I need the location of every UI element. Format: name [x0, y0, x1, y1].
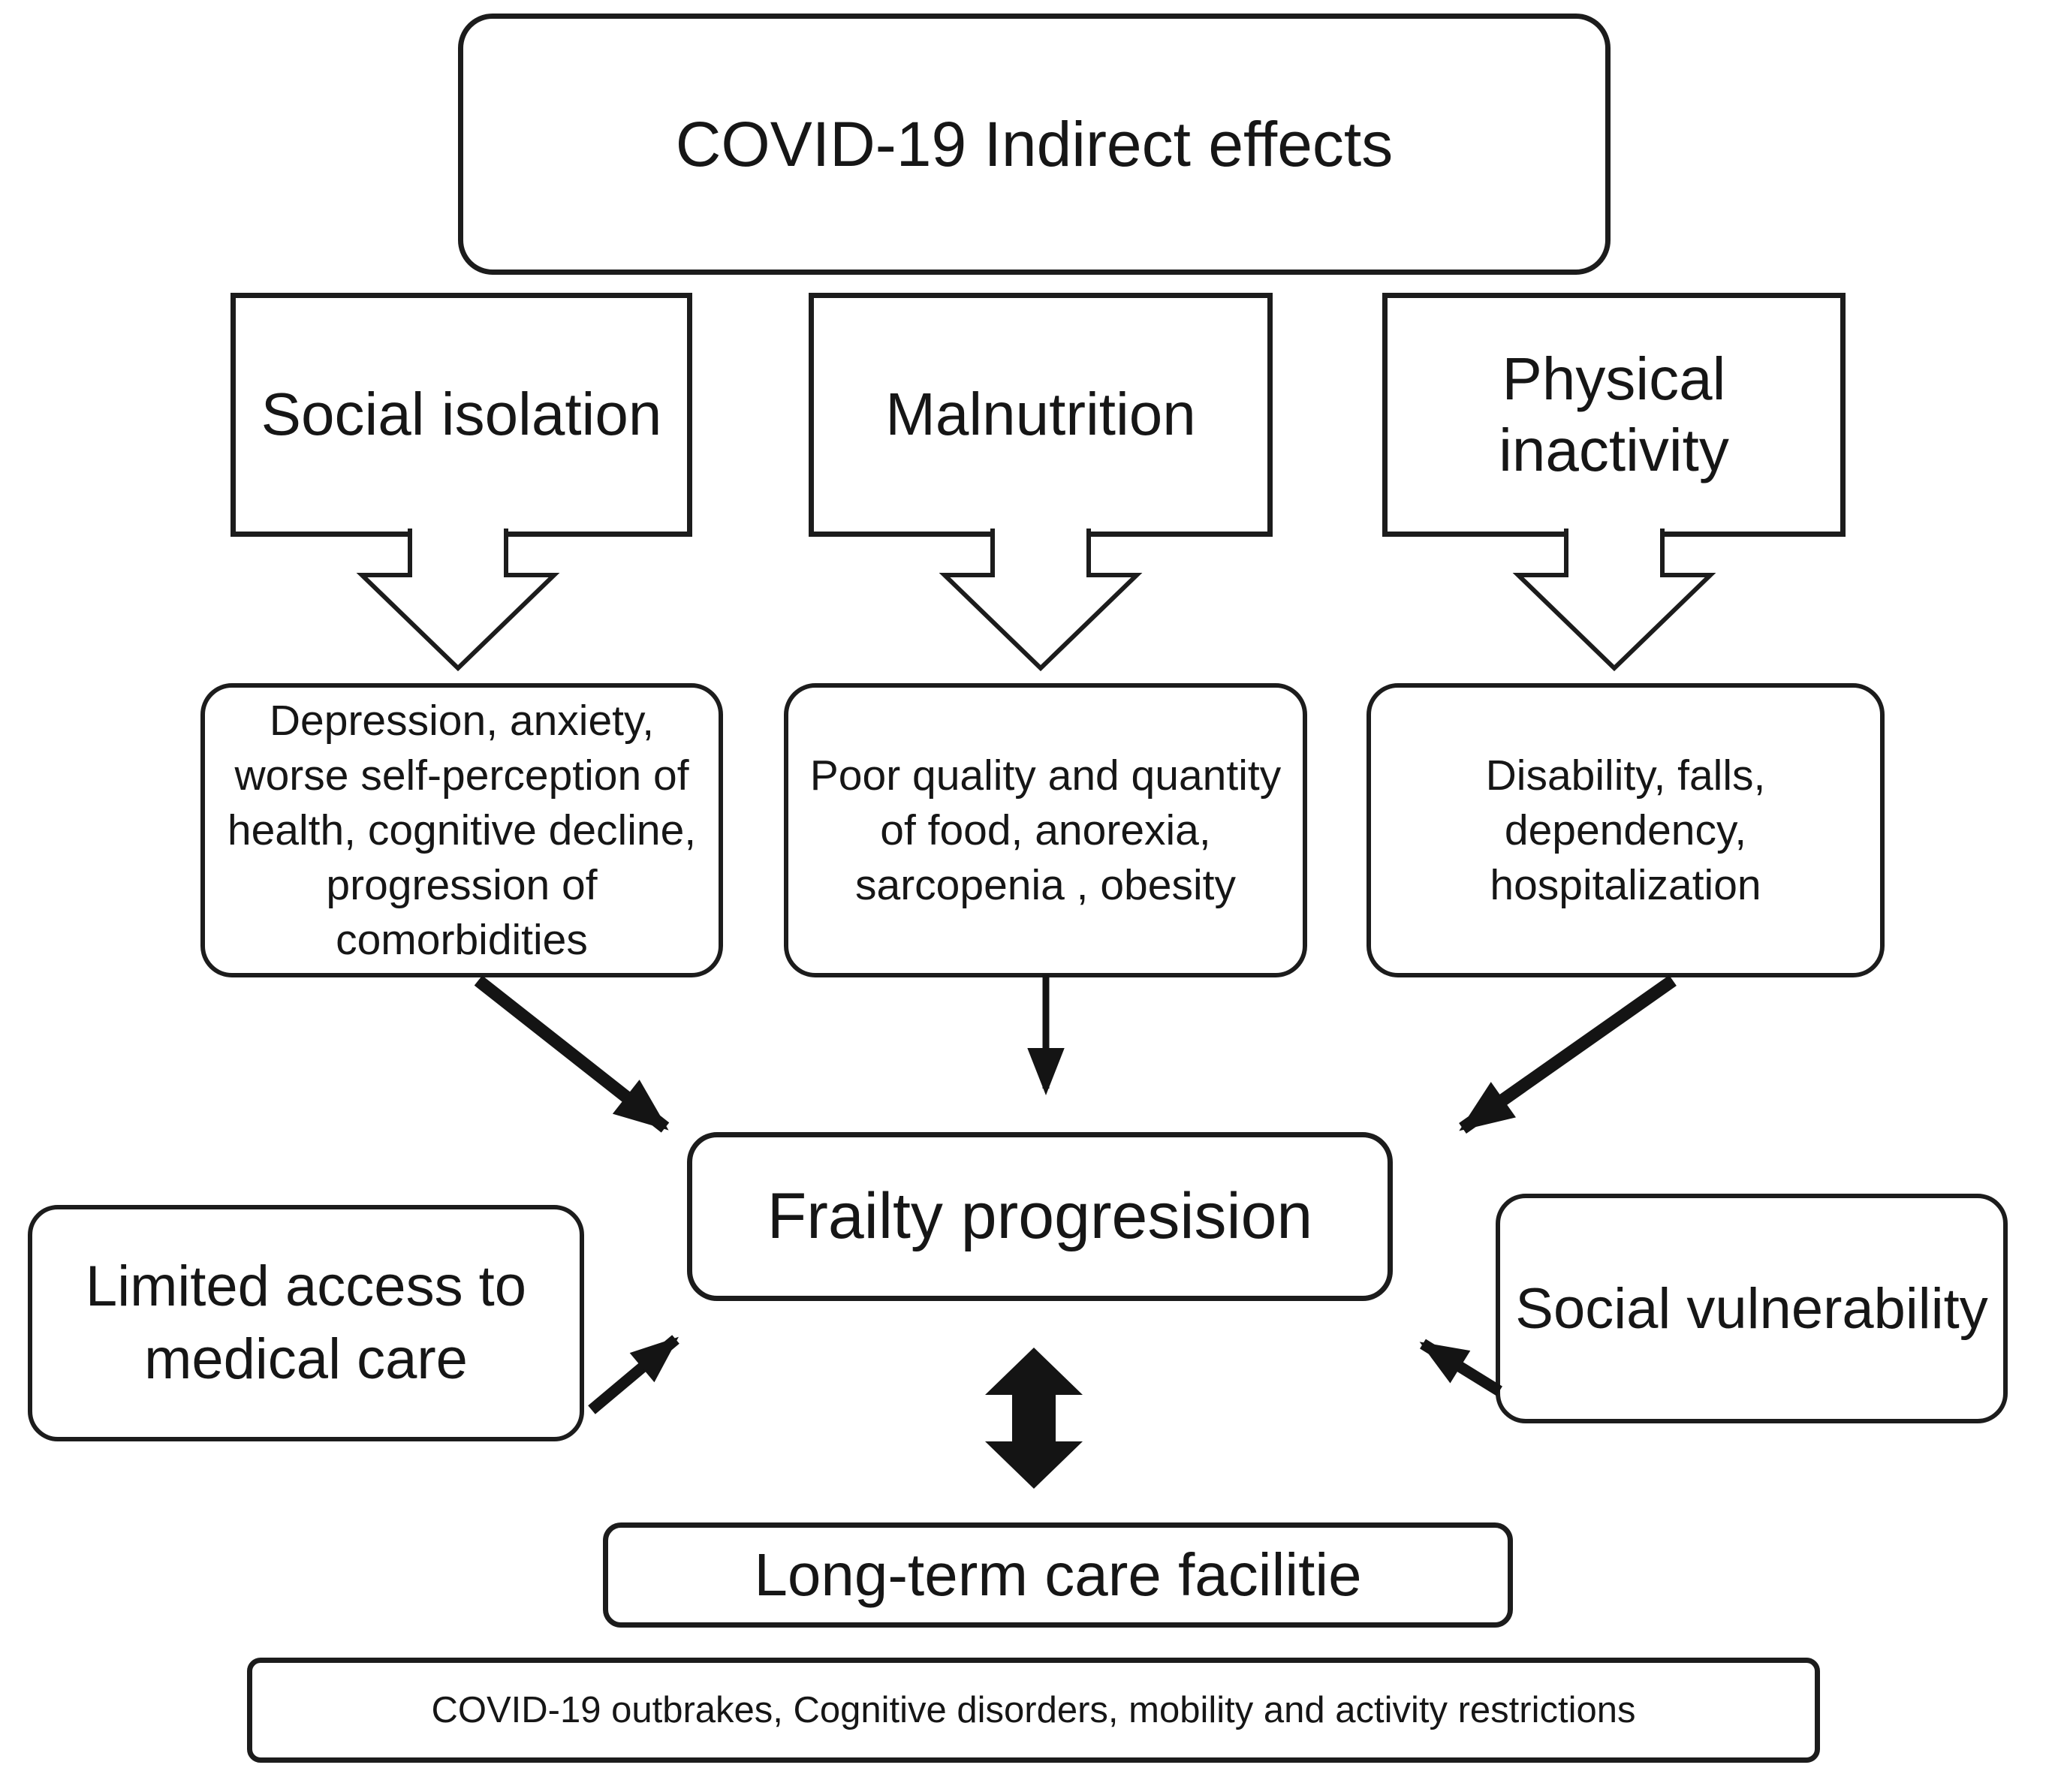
- cause-label: Physical inactivity: [1499, 345, 1729, 483]
- cause-box-social-isolation: Social isolation: [231, 293, 692, 537]
- arrow-left-diagonal-icon: [474, 975, 670, 1133]
- effects-box-physical-inactivity: Disability, falls, dependency, hospitali…: [1367, 683, 1885, 977]
- long-term-care-box: Long-term care facilitie: [603, 1522, 1513, 1628]
- footer-text: COVID-19 outbrakes, Cognitive disorders,…: [431, 1690, 1636, 1730]
- frailty-progression-box: Frailty progresision: [687, 1132, 1393, 1301]
- effects-box-social-isolation: Depression, anxiety, worse self-percepti…: [200, 683, 723, 977]
- block-arrow-down-icon: [1512, 529, 1716, 672]
- cause-box-malnutrition: Malnutrition: [809, 293, 1273, 537]
- arrow-limited-access-icon: [588, 1335, 679, 1414]
- arrow-social-vulnerability-icon: [1419, 1339, 1502, 1396]
- effects-text: Depression, anxiety, worse self-percepti…: [227, 696, 697, 964]
- social-vulnerability-text: Social vulnerability: [1515, 1276, 1988, 1341]
- limited-access-text: Limited access to medical care: [85, 1254, 527, 1391]
- block-arrow-down-icon: [939, 529, 1143, 672]
- double-arrow-vertical-icon: [985, 1348, 1083, 1489]
- long-term-care-text: Long-term care facilitie: [754, 1541, 1362, 1608]
- frailty-text: Frailty progresision: [767, 1180, 1313, 1252]
- cause-box-physical-inactivity: Physical inactivity: [1382, 293, 1846, 537]
- effects-text: Disability, falls, dependency, hospitali…: [1485, 751, 1766, 909]
- cause-label: Social isolation: [261, 381, 662, 448]
- arrow-right-diagonal-icon: [1459, 975, 1677, 1134]
- title-text: COVID-19 Indirect effects: [675, 108, 1394, 179]
- title-box: COVID-19 Indirect effects: [458, 14, 1611, 275]
- footer-box: COVID-19 outbrakes, Cognitive disorders,…: [247, 1658, 1820, 1763]
- block-arrow-down-icon: [356, 529, 560, 672]
- effects-box-malnutrition: Poor quality and quantity of food, anore…: [784, 683, 1307, 977]
- cause-label: Malnutrition: [885, 381, 1196, 448]
- social-vulnerability-box: Social vulnerability: [1496, 1194, 2008, 1423]
- limited-access-box: Limited access to medical care: [28, 1205, 584, 1441]
- effects-text: Poor quality and quantity of food, anore…: [809, 751, 1282, 909]
